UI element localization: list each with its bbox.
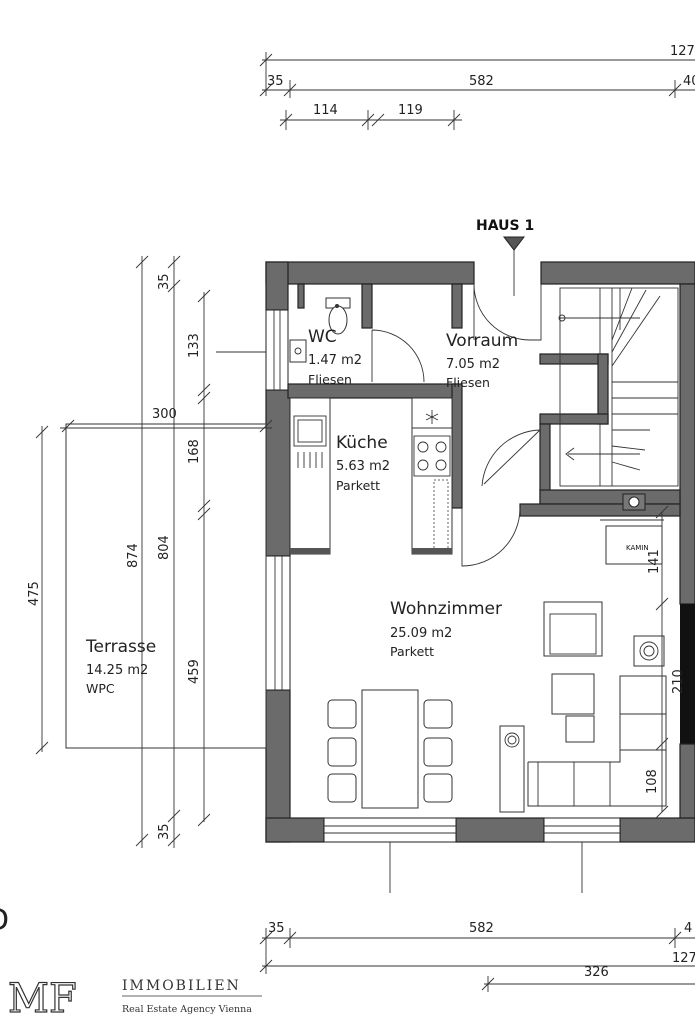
dim-left-300: 300 bbox=[152, 407, 177, 422]
dim-left-168: 168 bbox=[187, 439, 202, 464]
doors bbox=[371, 283, 542, 567]
room-terrasse-floor: WPC bbox=[86, 681, 115, 696]
room-kueche-area: 5.63 m2 bbox=[336, 459, 390, 474]
windows bbox=[216, 309, 621, 893]
kitchen-fixtures bbox=[289, 397, 453, 555]
agency-logo: MF IMMOBILIEN Real Estate Agency Vienna bbox=[7, 975, 262, 1023]
logo-mark: MF bbox=[8, 976, 77, 1022]
room-terrasse-name: Terrasse bbox=[85, 637, 156, 657]
kamin-label: KAMIN bbox=[626, 544, 649, 552]
dim-top-35: 35 bbox=[267, 74, 284, 89]
room-wohnzimmer-name: Wohnzimmer bbox=[390, 599, 502, 619]
staircase bbox=[558, 287, 679, 511]
dim-top-114: 114 bbox=[313, 103, 338, 118]
living-furniture bbox=[327, 519, 667, 813]
logo-name: IMMOBILIEN bbox=[122, 978, 241, 994]
left-dimension-lines bbox=[35, 255, 211, 848]
terrace-outline bbox=[65, 423, 267, 749]
bottom-dimension-lines bbox=[259, 928, 695, 992]
room-kueche-floor: Parkett bbox=[336, 478, 380, 493]
dim-top-119: 119 bbox=[398, 103, 423, 118]
dim-left-133: 133 bbox=[187, 333, 202, 358]
right-dimension-lines bbox=[655, 505, 669, 819]
dim-left-804: 804 bbox=[157, 535, 172, 560]
exterior-walls bbox=[265, 261, 695, 843]
dim-left-35-top: 35 bbox=[157, 273, 172, 290]
room-wc-area: 1.47 m2 bbox=[308, 353, 362, 368]
haus-label: HAUS 1 bbox=[476, 218, 534, 234]
dim-right-141: 141 bbox=[647, 549, 662, 574]
dim-top-total: 127 bbox=[670, 44, 695, 59]
dim-bottom-35: 35 bbox=[268, 921, 285, 936]
room-vorraum-area: 7.05 m2 bbox=[446, 357, 500, 372]
room-wc-floor: Fliesen bbox=[308, 372, 352, 387]
dim-top-582: 582 bbox=[469, 74, 494, 89]
edge-letter: D bbox=[0, 903, 9, 938]
room-wohnzimmer-floor: Parkett bbox=[390, 644, 434, 659]
dim-right-210: 210 bbox=[671, 669, 686, 694]
room-wc-name: WC bbox=[308, 327, 337, 347]
dim-left-874: 874 bbox=[126, 543, 141, 568]
dim-bottom-127: 127 bbox=[672, 951, 695, 966]
wc-fixtures bbox=[289, 297, 351, 363]
dim-left-475: 475 bbox=[27, 581, 42, 606]
room-terrasse-area: 14.25 m2 bbox=[86, 663, 148, 678]
entrance-arrow-icon bbox=[502, 236, 526, 251]
dim-bottom-326: 326 bbox=[584, 965, 609, 980]
top-dimension-lines bbox=[259, 52, 695, 130]
dim-left-459: 459 bbox=[187, 659, 202, 684]
room-kueche-name: Küche bbox=[336, 433, 388, 453]
room-vorraum-name: Vorraum bbox=[446, 331, 518, 351]
dim-bottom-582: 582 bbox=[469, 921, 494, 936]
dim-right-108: 108 bbox=[645, 769, 660, 794]
dim-bottom-4: 4 bbox=[684, 921, 692, 936]
dim-left-35-bottom: 35 bbox=[157, 823, 172, 840]
room-wohnzimmer-area: 25.09 m2 bbox=[390, 626, 452, 641]
dim-top-40: 40 bbox=[683, 74, 695, 89]
logo-tagline: Real Estate Agency Vienna bbox=[122, 1004, 252, 1015]
room-vorraum-floor: Fliesen bbox=[446, 375, 490, 390]
